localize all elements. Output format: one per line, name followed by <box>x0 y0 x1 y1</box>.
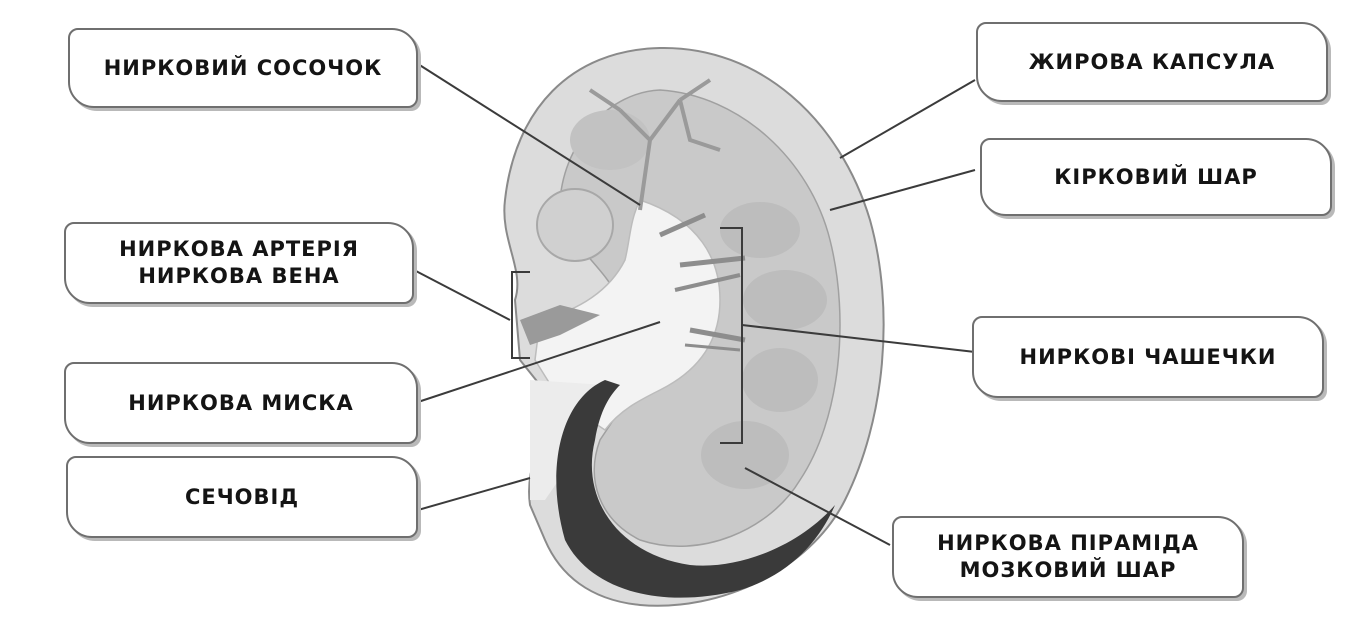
label-box-vessels: НИРКОВА АРТЕРІЯ НИРКОВА ВЕНА <box>64 222 414 304</box>
pyramid-3 <box>742 348 818 412</box>
pyramid-6 <box>536 188 614 262</box>
leader-pelvis <box>417 321 661 403</box>
renal-pelvis <box>534 199 721 432</box>
label-box-calyces: НИРКОВІ ЧАШЕЧКИ <box>972 316 1324 398</box>
pyramid-4 <box>701 421 789 489</box>
label-medulla: МОЗКОВИЙ ШАР <box>959 558 1177 582</box>
label-papilla: НИРКОВИЙ СОСОЧОК <box>103 55 383 80</box>
vessel-bracket <box>511 271 530 359</box>
label-pelvis: НИРКОВА МИСКА <box>128 390 354 415</box>
label-ureter: СЕЧОВІД <box>184 484 300 509</box>
calyx-3 <box>674 273 741 292</box>
pyramid-2 <box>743 270 827 330</box>
leader-calyces <box>741 324 976 353</box>
label-box-fat-capsule: ЖИРОВА КАПСУЛА <box>976 22 1328 102</box>
label-artery: НИРКОВА АРТЕРІЯ <box>119 237 359 261</box>
label-box-ureter: СЕЧОВІД <box>66 456 418 538</box>
leader-fat-capsule <box>839 79 976 159</box>
cortical-vessels <box>588 78 721 211</box>
leader-papilla <box>417 63 641 206</box>
renal-vessels <box>520 305 600 345</box>
calyx-1 <box>658 212 707 238</box>
leader-ureter <box>417 477 531 511</box>
calyx-4 <box>689 327 746 343</box>
leader-cortex <box>829 169 976 211</box>
ureter-dark-curve <box>556 380 835 598</box>
pyramid-5 <box>570 110 650 170</box>
label-box-pyramid: НИРКОВА ПІРАМІДА МОЗКОВИЙ ШАР <box>892 516 1244 598</box>
calyx-5 <box>684 343 741 352</box>
label-fat-capsule: ЖИРОВА КАПСУЛА <box>1028 49 1276 74</box>
calyces-bracket <box>720 227 743 444</box>
leader-vessels <box>413 269 511 321</box>
calyx-2 <box>679 255 746 268</box>
label-box-cortex: КІРКОВИЙ ШАР <box>980 138 1332 216</box>
pyramid-1 <box>720 202 800 258</box>
label-box-papilla: НИРКОВИЙ СОСОЧОК <box>68 28 418 108</box>
label-cortex: КІРКОВИЙ ШАР <box>1054 164 1258 189</box>
label-calyces: НИРКОВІ ЧАШЕЧКИ <box>1019 344 1277 369</box>
leader-pyramid <box>744 467 891 546</box>
label-pyramid: НИРКОВА ПІРАМІДА <box>937 531 1199 555</box>
label-box-pelvis: НИРКОВА МИСКА <box>64 362 418 444</box>
label-vein: НИРКОВА ВЕНА <box>138 264 340 288</box>
